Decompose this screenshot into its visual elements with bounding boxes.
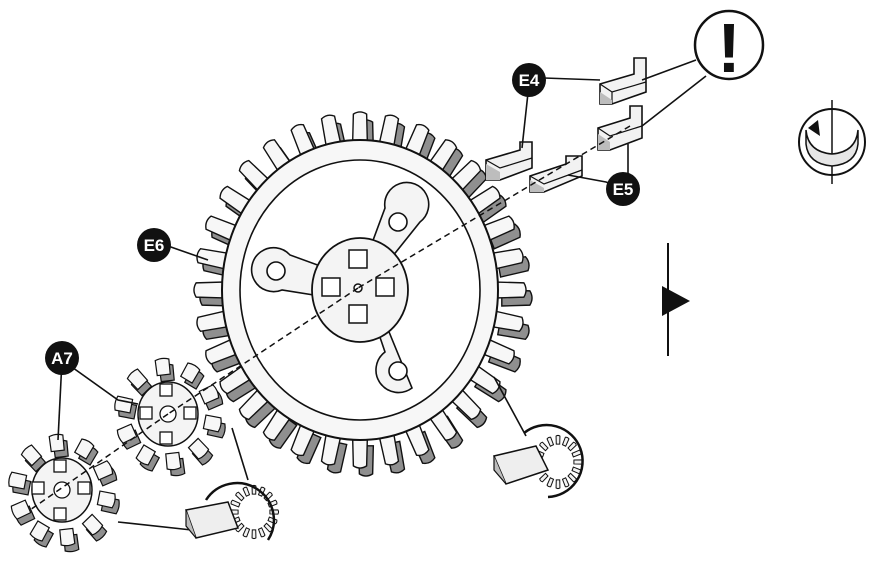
gear-tooth (320, 432, 342, 466)
gear-tooth (495, 281, 527, 299)
gear-tooth (404, 123, 430, 158)
gear-tooth (262, 407, 292, 441)
gear-tooth (268, 415, 298, 449)
label-e6-text: E6 (144, 236, 165, 255)
label-e6: E6 (137, 228, 171, 262)
gear-tooth (262, 139, 292, 173)
peg-e4-lower (485, 141, 533, 181)
gear-tooth (196, 247, 230, 270)
peg-e5-upper (597, 105, 643, 151)
gear-tooth (73, 438, 95, 460)
gear-tooth (378, 432, 400, 466)
label-e5-text: E5 (613, 180, 634, 199)
leader-lines (57, 59, 707, 441)
gear-tooth (539, 472, 549, 483)
gear-tooth (567, 441, 577, 452)
gear-tooth (555, 434, 561, 445)
large-gear-e6 (193, 111, 533, 477)
gear-tooth (320, 114, 342, 148)
play-arrow-icon (662, 243, 690, 356)
small-gear-lower-slots (31, 459, 91, 521)
gear-tooth (154, 357, 171, 377)
gear-tooth (219, 364, 253, 395)
gear-tooth (490, 310, 524, 333)
gear-tooth (573, 459, 584, 465)
gear-tooth (193, 281, 225, 299)
gear-tooth (567, 472, 577, 483)
assembly-axis-lines (29, 125, 631, 511)
label-e4: E4 (512, 63, 546, 97)
gear-tooth (290, 123, 316, 158)
gear-tooth (546, 477, 555, 488)
small-gear-a7-upper (114, 357, 226, 477)
label-e5: E5 (606, 172, 640, 206)
gear-tooth (481, 338, 515, 365)
gear-tooth (490, 247, 524, 270)
gear-tooth (187, 437, 210, 460)
gear-tooth (59, 527, 76, 547)
gear-tooth (135, 444, 157, 466)
label-a7: A7 (45, 341, 79, 375)
gear-tooth (539, 441, 549, 452)
gear-tooth (428, 407, 458, 441)
gear-tooth (257, 527, 266, 538)
gear-tooth (561, 477, 570, 488)
gear-tooth (20, 444, 43, 467)
exclamation-icon: ! (693, 9, 765, 87)
gear-tooth (242, 527, 251, 538)
gear-tooth (571, 449, 582, 458)
peg-e4-upper (599, 57, 647, 105)
small-gear-a7-lower (8, 433, 120, 553)
gear-tooth (378, 114, 400, 148)
gear-tooth (205, 215, 239, 242)
gear-tooth (555, 479, 561, 490)
gear-tooth (467, 185, 501, 216)
gear-tooth (351, 111, 369, 143)
warning-symbol: ! (717, 9, 740, 87)
small-gear-upper-slots (139, 383, 197, 445)
detail-inset-right (492, 376, 584, 499)
gear-tooth (546, 436, 555, 447)
gear-tooth (92, 460, 114, 481)
gear-tooth (81, 513, 104, 536)
gear-tooth (126, 368, 149, 391)
gear-tooth (251, 529, 257, 540)
gear-tooth (179, 362, 201, 384)
gear-tooth (48, 433, 65, 453)
gear-tooth (428, 139, 458, 173)
detail-inset-lower (117, 427, 280, 541)
peg-e5-lower (529, 155, 583, 193)
gear-tooth (10, 499, 32, 520)
gear-tooth (196, 310, 230, 333)
large-gear-teeth (193, 111, 527, 469)
small-gear-lower-teeth (8, 433, 120, 553)
gear-tooth (29, 520, 51, 542)
gear-tooth (561, 436, 570, 447)
label-a7-text: A7 (51, 349, 73, 368)
gear-tooth (481, 215, 515, 242)
gear-tooth (242, 486, 251, 497)
gear-tooth (202, 414, 222, 433)
gear-tooth (267, 516, 278, 525)
rotate-arrow-icon (798, 100, 866, 184)
gear-tooth (219, 185, 253, 216)
gear-tooth (467, 364, 501, 395)
gear-tooth (205, 338, 239, 365)
gear-tooth (404, 422, 430, 457)
gear-tooth (8, 471, 28, 490)
gear-tooth (96, 490, 116, 509)
gear-tooth (351, 437, 369, 469)
gear-tooth (230, 499, 241, 508)
gear-tooth (290, 422, 316, 457)
gear-tooth (235, 491, 245, 502)
gear-tooth (263, 522, 273, 533)
gear-tooth (165, 451, 182, 471)
large-gear-hub-slots (321, 249, 395, 324)
label-e4-text: E4 (519, 71, 540, 90)
